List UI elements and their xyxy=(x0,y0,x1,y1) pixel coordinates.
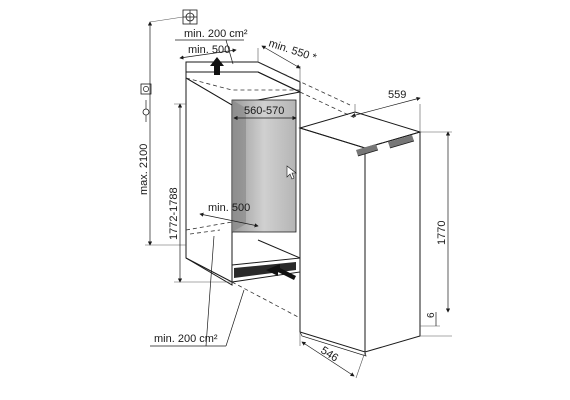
projection-bottom xyxy=(231,281,301,319)
vent-bottom-label: min. 200 cm² xyxy=(154,333,218,345)
appliance-depth-label: 546 xyxy=(318,344,340,364)
appliance-side-face xyxy=(299,127,366,353)
hinge-edge xyxy=(357,140,415,157)
appliance-depth-dimension xyxy=(301,341,355,377)
appliance-width-ext xyxy=(354,104,421,132)
depth-top-dimension xyxy=(179,48,237,60)
appliance-width-label: 559 xyxy=(388,89,406,101)
niche-depth-dimension xyxy=(261,45,301,69)
niche-depth-label: min. 550 * xyxy=(267,37,318,64)
niche-height-label: 1772-1788 xyxy=(168,187,180,240)
depth-bottom-label: min. 500 xyxy=(208,202,250,214)
niche-front-left-panel xyxy=(185,77,233,286)
foot-height-label: 6 xyxy=(426,312,437,318)
cabinet-niche xyxy=(185,61,356,319)
appliance-width-dimension xyxy=(351,96,421,118)
niche-depth-ext xyxy=(257,48,301,82)
projection-lower-left xyxy=(185,221,233,231)
niche-bottom-edge xyxy=(185,257,233,283)
appliance-depth-ext xyxy=(299,332,366,379)
power-socket-icon xyxy=(140,83,152,122)
projection-mid-right xyxy=(299,91,356,119)
appliance xyxy=(298,111,422,357)
airflow-arrow-up-icon xyxy=(210,57,224,75)
niche-width-label: 560-570 xyxy=(244,105,284,117)
max-height-top-ext xyxy=(149,16,184,23)
depth-bottom-dimension xyxy=(199,212,259,228)
hinge-left xyxy=(356,144,378,156)
appliance-front-face xyxy=(364,131,421,353)
projection-top-right xyxy=(257,61,351,106)
niche-inner-shadow xyxy=(232,100,246,232)
airflow-arrow-in-icon xyxy=(266,264,296,280)
niche-height-ext xyxy=(174,103,232,283)
appliance-height-label: 1770 xyxy=(436,221,448,245)
depth-top-label: min. 500 xyxy=(188,44,230,56)
projection-lower-left-2 xyxy=(189,229,221,235)
max-height-label: max. 2100 xyxy=(138,144,150,195)
hinge-right xyxy=(388,135,414,148)
vent-bottom-pointers xyxy=(205,235,245,347)
cursor-arrow-icon xyxy=(286,165,297,180)
projection-top xyxy=(185,77,300,91)
plinth-vent-grille xyxy=(234,262,296,278)
niche-top-edge xyxy=(185,72,301,106)
crosshair-circle-icon xyxy=(182,9,198,25)
vent-top-label: min. 200 cm² xyxy=(184,28,248,40)
